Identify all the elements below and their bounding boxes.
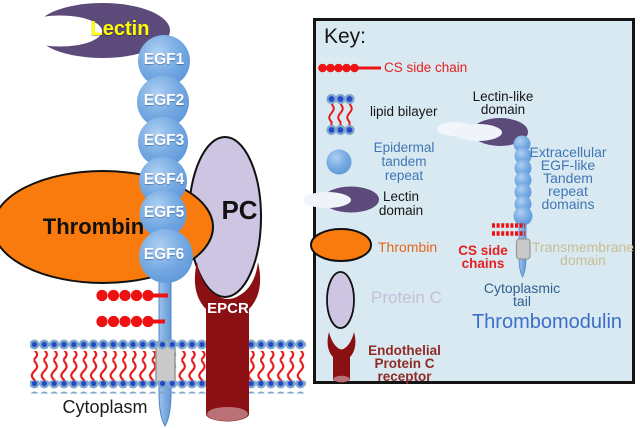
key-thrombin-icon: [310, 228, 372, 262]
key-epidermal-repeat-label: Epidermal tandem repeat: [373, 140, 435, 184]
mini-cytoplasmic-tail-label: Cytoplasmic tail: [483, 280, 561, 310]
egf-circle-4: [139, 157, 187, 205]
mini-thrombomodulin-diagram: [437, 118, 533, 278]
key-epcr-icon: [327, 332, 356, 383]
egf-circle-1: [138, 35, 190, 87]
epcr-label: EPCR: [207, 300, 249, 317]
thrombin-label: Thrombin: [42, 214, 145, 239]
egf6-label: EGF6: [143, 246, 185, 263]
lectin-domain-shape: [18, 3, 170, 58]
lipid-bilayer-membrane: [30, 338, 306, 394]
key-title: Key:: [324, 25, 367, 48]
lectin-label: Lectin: [90, 18, 150, 40]
mini-cs-side-chains: [492, 223, 525, 236]
protein-c-label: PC: [221, 195, 258, 225]
key-thrombin-label: Thrombin: [378, 239, 438, 255]
key-cs-side-chain-label: CS side chain: [384, 60, 468, 75]
key-protein-c-icon: [326, 271, 355, 329]
key-protein-c-label: Protein C: [371, 288, 442, 307]
cs-side-chain-row-1: [96, 289, 168, 302]
egf1-label: EGF1: [143, 51, 185, 68]
mini-cs-side-chains-label: CS side chains: [458, 243, 508, 271]
egf-circle-2: [137, 76, 189, 128]
egf4-label: EGF4: [143, 171, 185, 188]
key-cs-side-chain-icon: [318, 63, 381, 73]
egf3-label: EGF3: [143, 132, 185, 149]
thrombomodulin-title: Thrombomodulin: [471, 311, 623, 333]
mini-transmembrane-label: Transmembrane domain: [531, 239, 635, 269]
mini-lectin-like-label: Lectin-like domain: [472, 89, 534, 117]
egf5-label: EGF5: [143, 204, 185, 221]
epcr-shape: [194, 262, 261, 422]
cs-side-chain-row-2: [96, 315, 165, 328]
cytoplasm-label: Cytoplasm: [62, 397, 148, 417]
mini-egf-chain: [513, 135, 533, 226]
egf2-label: EGF2: [143, 92, 185, 109]
egf-circle-5: [139, 190, 187, 238]
egf-circle-3: [138, 117, 188, 167]
key-lectin-domain-label: Lectin domain: [378, 189, 424, 219]
mini-lectin-like-domain: [454, 118, 528, 146]
mini-extracellular-egf-label: Extracellular EGF-like Tandem repeat dom…: [529, 144, 607, 213]
key-lectin-domain-icon: [303, 186, 379, 213]
egf-domain-chain: [137, 35, 193, 283]
mini-transmembrane-domain: [515, 238, 531, 260]
key-epidermal-repeat-icon: [326, 149, 352, 175]
egf-circle-6: [139, 229, 193, 283]
key-lipid-bilayer-label: lipid bilayer: [370, 104, 438, 119]
key-lipid-bilayer-icon: [326, 93, 355, 136]
key-epcr-label: Endothelial Protein C receptor: [368, 343, 441, 384]
